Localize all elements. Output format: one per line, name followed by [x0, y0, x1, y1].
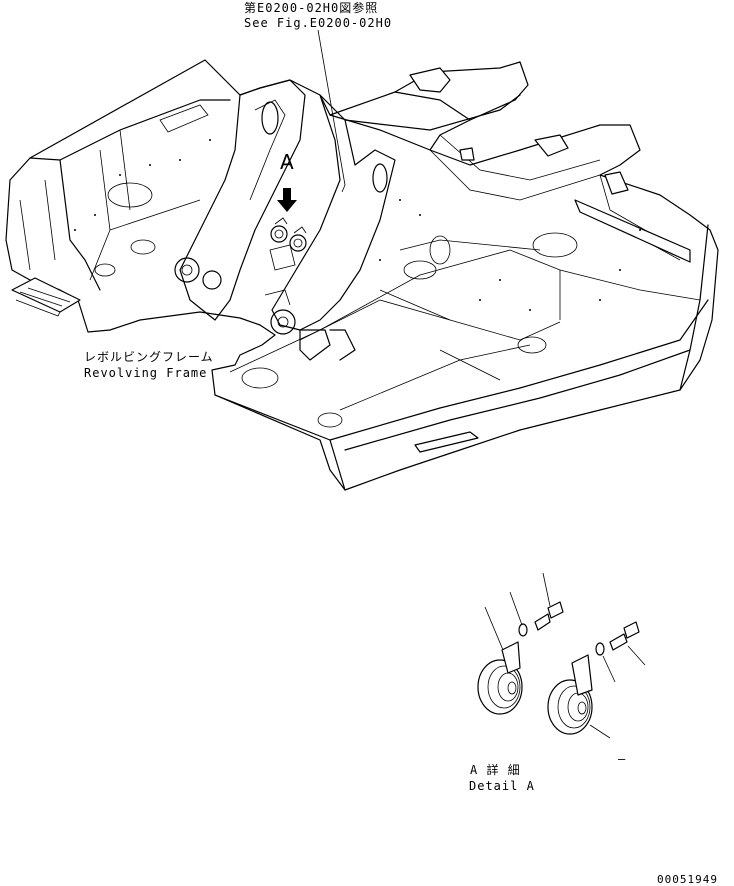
- callout-reference-jp: 第E0200-02H0図参照: [244, 1, 379, 15]
- detail-a-illustration: [477, 572, 646, 739]
- view-marker-a: A: [280, 150, 294, 174]
- frame-label-jp: レボルビングフレーム: [84, 350, 214, 364]
- revolving-frame-illustration: [5, 29, 719, 491]
- small-mark: –: [618, 752, 627, 766]
- detail-label-en: Detail A: [469, 779, 535, 793]
- frame-label-en: Revolving Frame: [84, 366, 208, 380]
- detail-label-jp: A 詳 細: [470, 763, 521, 777]
- callout-reference-en: See Fig.E0200-02H0: [244, 16, 393, 30]
- drawing-number: 00051949: [657, 873, 718, 886]
